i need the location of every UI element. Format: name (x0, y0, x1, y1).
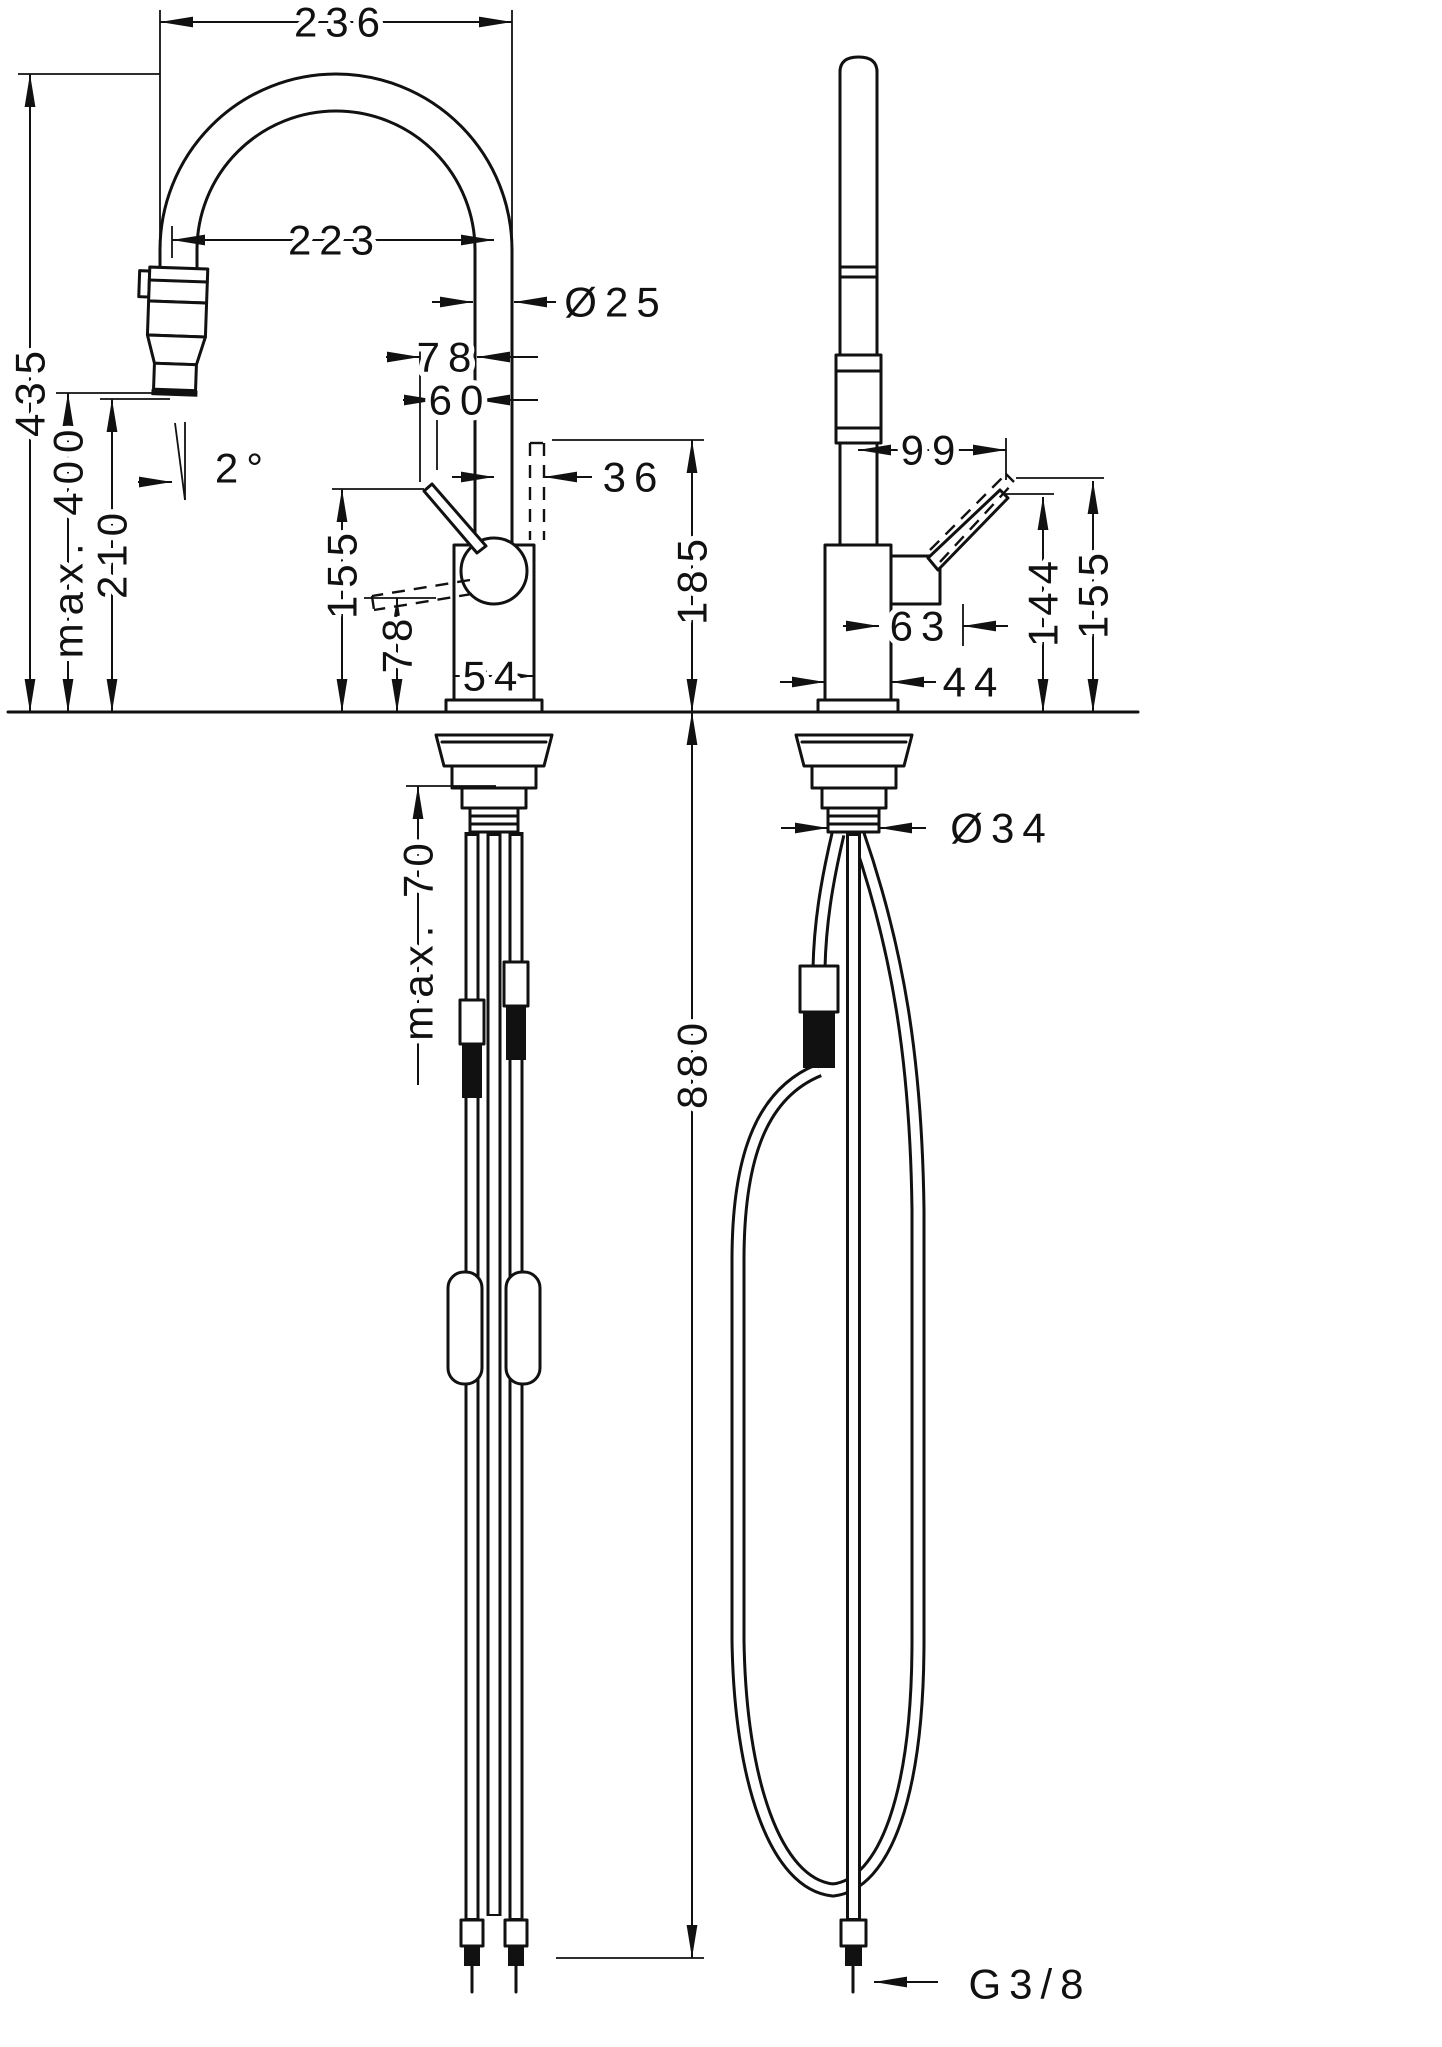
hose-connector (506, 1006, 526, 1060)
side-body (816, 543, 900, 714)
dim-label-g38-thread: G3/8 (968, 1961, 1091, 2008)
hose-end-fitting (839, 1918, 868, 1948)
extension-lines (18, 10, 1104, 1959)
side-handle-lever (889, 473, 1015, 606)
dim-label-diameter-34: Ø34 (950, 805, 1053, 852)
mounting-hardware-front (434, 733, 554, 834)
dim-label-144: 144 (1020, 553, 1067, 647)
dim-label-angle-2deg: 2° (215, 445, 271, 492)
hose-connector (803, 1012, 835, 1068)
dim-label-max-400: max. 400 (45, 422, 92, 659)
supply-hoses-front (446, 832, 542, 1994)
dimension-lines (24, 16, 1099, 1988)
hose-end-fitting (464, 1946, 480, 1966)
spout-arc (158, 72, 514, 547)
dim-label-max-70: max. 70 (395, 835, 442, 1040)
hose-connector (462, 1044, 482, 1098)
dim-label-78-top: 78 (417, 334, 480, 381)
dim-label-155-front: 155 (319, 525, 366, 619)
hose-connector (798, 964, 840, 1014)
dim-label-63: 63 (890, 603, 953, 650)
dim-label-185: 185 (669, 531, 716, 625)
side-pipe (834, 55, 883, 547)
dim-label-36: 36 (603, 454, 666, 501)
dim-label-99: 99 (901, 427, 964, 474)
dim-label-236: 236 (294, 0, 388, 46)
hose-end-fitting (459, 1918, 485, 1948)
dim-label-880: 880 (669, 1015, 716, 1109)
hose-weight (446, 1270, 484, 1386)
hose-end-fitting (503, 1918, 529, 1948)
side-view (730, 55, 1015, 1994)
hose-weight (504, 1270, 542, 1386)
dim-label-223: 223 (288, 217, 382, 264)
dim-label-210: 210 (89, 505, 136, 599)
dim-label-60: 60 (429, 377, 492, 424)
dim-label-44: 44 (943, 659, 1006, 706)
dimension-labels: 236 223 Ø25 78 60 36 2° 435 max. 400 210… (1, 0, 1122, 2013)
mounting-hardware-side (794, 733, 914, 834)
dim-label-78-side: 78 (374, 611, 421, 674)
dim-label-54: 54 (463, 653, 526, 700)
hose-end-fitting (845, 1946, 862, 1966)
angle-tilted-line (174, 422, 186, 501)
dim-label-diameter-25: Ø25 (564, 279, 667, 326)
hose-loop (730, 831, 926, 1994)
hose-connector (502, 960, 530, 1008)
hidden-outlet-dashed (528, 441, 546, 540)
dim-label-435: 435 (7, 343, 54, 437)
pullout-spray-head (137, 265, 210, 397)
hose-end-fitting (508, 1946, 524, 1966)
hose-connector (458, 998, 486, 1046)
front-view (137, 72, 554, 1994)
dim-label-155-side: 155 (1070, 545, 1117, 639)
handle-lever (370, 482, 529, 612)
